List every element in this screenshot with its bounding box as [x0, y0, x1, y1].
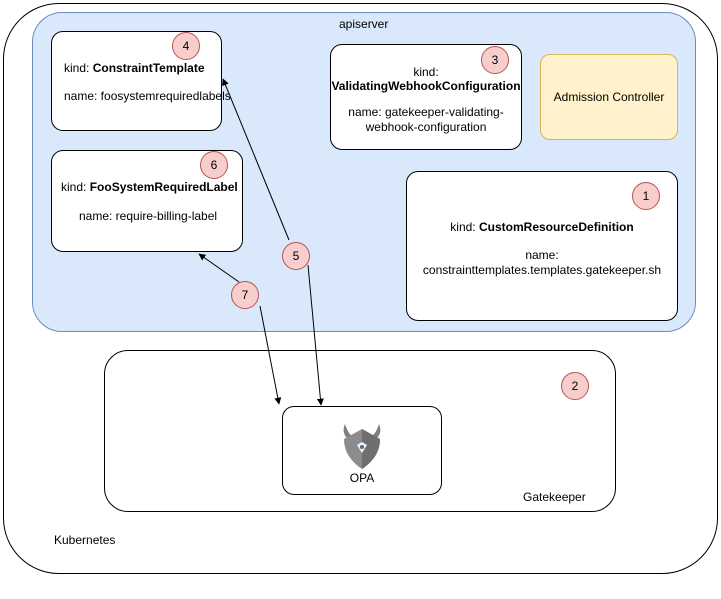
validating-webhook-kind-label: kind: [413, 65, 439, 79]
badge-6: 6 [200, 151, 228, 179]
foo-constraint-name: name: require-billing-label [79, 209, 218, 223]
constraint-template-kind: kind: ConstraintTemplate [64, 61, 205, 75]
badge-7: 7 [231, 281, 259, 309]
constraint-template-name: name: foosystemrequiredlabels [64, 89, 231, 103]
opa-label: OPA [349, 471, 375, 485]
apiserver-label: apiserver [339, 17, 389, 31]
gatekeeper-label: Gatekeeper [523, 490, 586, 504]
crd-name-1: name: [525, 248, 559, 262]
validating-webhook-kind-value: ValidatingWebhookConfiguration [331, 79, 521, 93]
crd-kind-value: CustomResourceDefinition [479, 220, 634, 234]
kubernetes-label: Kubernetes [54, 533, 116, 547]
validating-webhook-name-1: name: gatekeeper-validating- [348, 105, 504, 119]
badge-1: 1 [632, 182, 660, 210]
badge-4: 4 [172, 32, 200, 60]
opa-box[interactable]: OPA [282, 406, 442, 495]
admission-controller-box[interactable]: Admission Controller [540, 54, 678, 140]
crd-kind: kind: CustomResourceDefinition [450, 220, 634, 234]
validating-webhook-name-2: webhook-configuration [365, 120, 487, 134]
foo-constraint-box[interactable]: kind: FooSystemRequiredLabel name: requi… [51, 150, 243, 252]
constraint-template-box[interactable]: kind: ConstraintTemplate name: foosystem… [51, 31, 231, 131]
badge-5: 5 [282, 242, 310, 270]
arrow-5 [222, 78, 324, 406]
arrow-7 [198, 253, 282, 405]
admission-controller-label: Admission Controller [553, 90, 665, 104]
badge-3: 3 [481, 46, 509, 74]
badge-2: 2 [561, 372, 589, 400]
constraint-template-kind-value: ConstraintTemplate [92, 61, 205, 75]
foo-constraint-kind: kind: FooSystemRequiredLabel [61, 180, 238, 194]
foo-constraint-kind-value: FooSystemRequiredLabel [89, 180, 238, 194]
crd-name-2: constrainttemplates.templates.gatekeeper… [422, 263, 662, 277]
opa-logo-icon [343, 424, 381, 469]
